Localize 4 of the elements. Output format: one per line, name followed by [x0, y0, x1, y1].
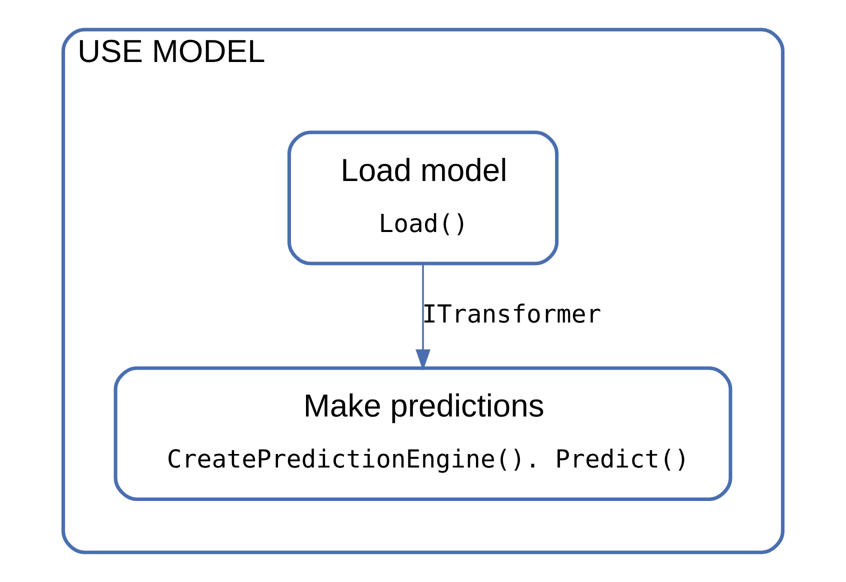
node-box: Load model Load(): [287, 130, 559, 266]
edge-label: ITransformer: [422, 299, 602, 328]
node-box: Make predictions CreatePredictionEngine(). Predict(): [114, 366, 732, 501]
arrow: [416, 264, 430, 371]
